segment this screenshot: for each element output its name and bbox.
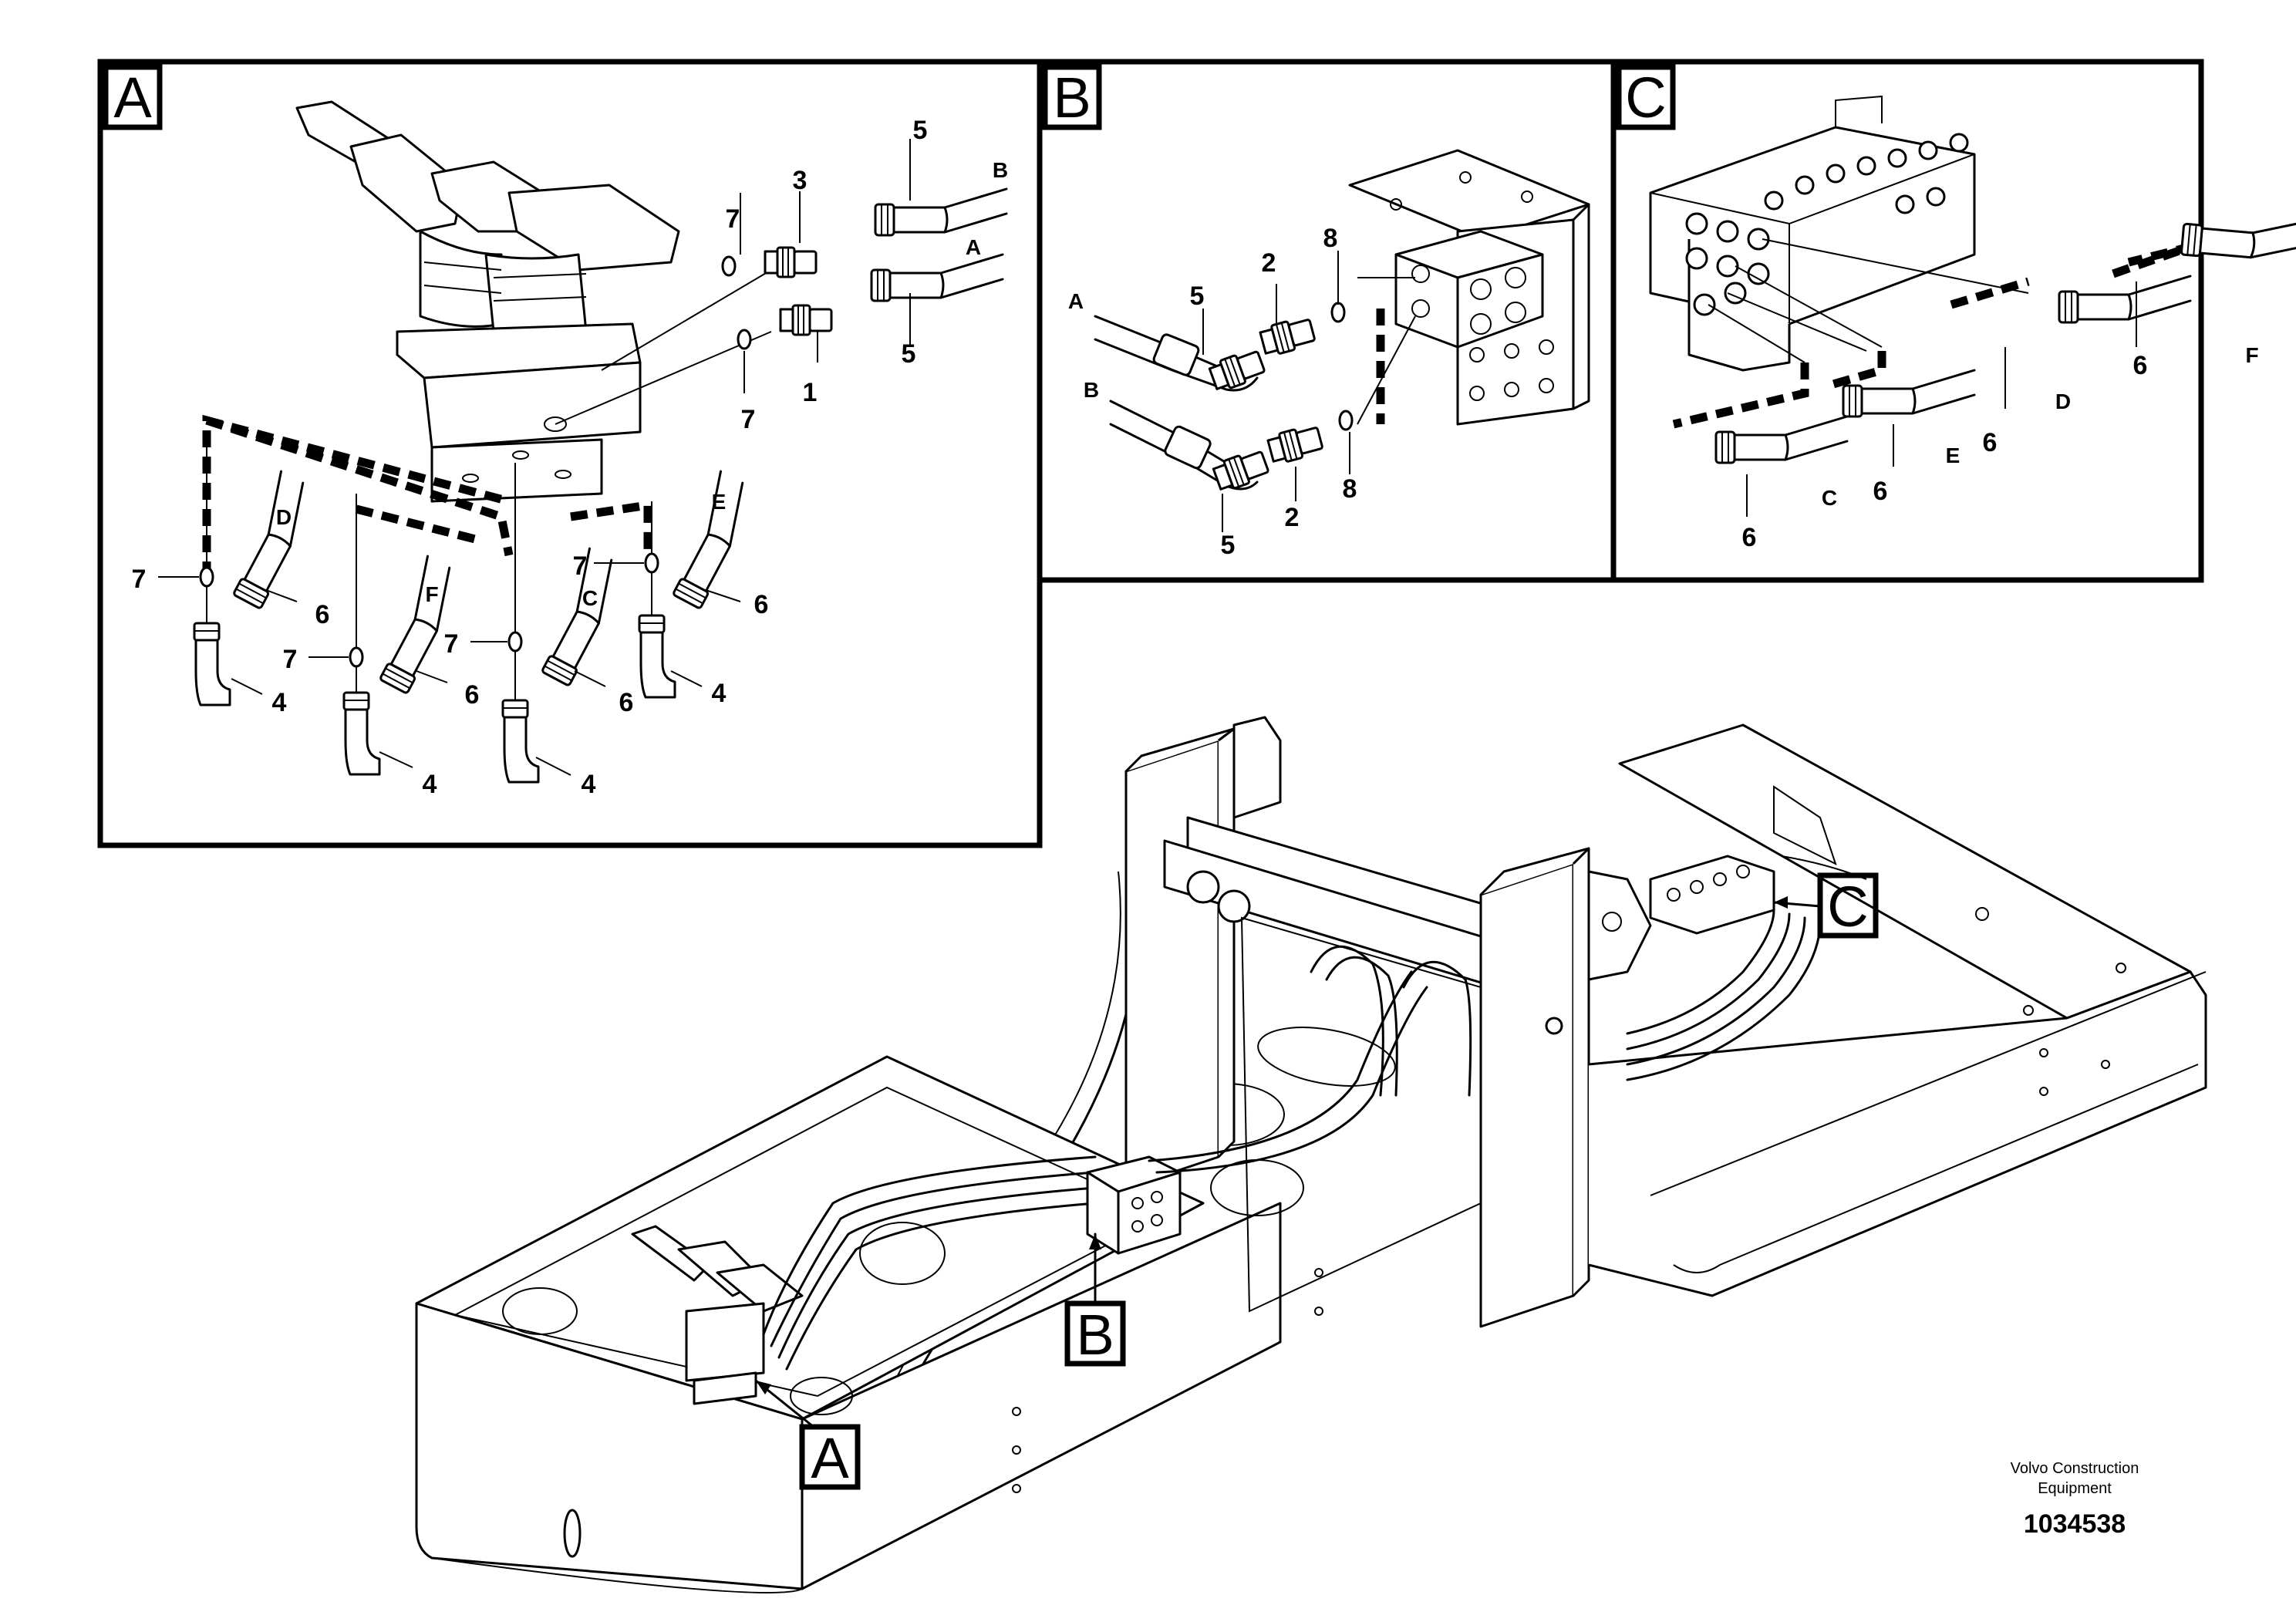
overview-callout-b: B <box>1076 1303 1114 1367</box>
overview-pedal-valve <box>631 1225 804 1405</box>
detail-c-hose-f: F <box>2245 343 2258 367</box>
document-number: 1034538 <box>2024 1509 2126 1539</box>
overview-block-b <box>1086 1155 1182 1255</box>
detail-c-callout-6-e: 6 <box>1873 477 1888 506</box>
detail-b-callout-8-bottom: 8 <box>1343 474 1357 504</box>
overview-callout-b-box <box>1064 1300 1126 1367</box>
detail-a-callout-7-e: 7 <box>573 551 588 581</box>
detail-c-badge <box>1616 64 1676 130</box>
detail-c-callout-6-c: 6 <box>1742 523 1757 552</box>
pedal-valve <box>295 100 680 503</box>
detail-c-hose-c: C <box>1822 486 1837 510</box>
detail-a-callout-7-mid: 7 <box>741 405 756 434</box>
detail-a-callout-6-d: 6 <box>315 600 330 629</box>
detail-a-callout-3: 3 <box>793 166 807 195</box>
detail-a-hose-d: D <box>276 505 292 529</box>
detail-a-panel: A <box>97 59 1043 848</box>
machine-frame-overview: A B C <box>415 716 2207 1593</box>
detail-a-hose-f: F <box>425 582 438 606</box>
detail-a-badge-label: A <box>113 66 152 130</box>
overview-callout-a: A <box>811 1426 849 1490</box>
detail-a-hose-b: B <box>993 158 1008 182</box>
detail-c-hose-e: E <box>1946 443 1961 467</box>
distribution-block <box>1348 149 1590 426</box>
detail-a-hose-a: A <box>966 235 981 259</box>
detail-a-callout-4-c: 4 <box>582 770 596 799</box>
detail-c-callout-6-f: 6 <box>2133 351 2148 380</box>
detail-b-badge-label: B <box>1053 66 1091 130</box>
detail-c-callout-6-d: 6 <box>1983 428 1998 457</box>
detail-b-callout-2-top: 2 <box>1262 248 1276 278</box>
detail-a-callout-4-e: 4 <box>712 679 727 708</box>
detail-a-callout-7-top: 7 <box>726 204 740 234</box>
detail-a-callout-7-c: 7 <box>444 629 459 659</box>
detail-a-callout-4-f: 4 <box>423 770 437 799</box>
detail-a-callout-5-top: 5 <box>913 116 928 145</box>
detail-c-hose-d: D <box>2055 389 2071 413</box>
control-valve-manifold <box>1649 95 1976 372</box>
detail-a-callout-6-f: 6 <box>465 680 480 710</box>
detail-a-callout-5-bottom: 5 <box>902 339 916 369</box>
detail-b-callout-2-bottom: 2 <box>1285 503 1300 532</box>
detail-a-callout-1: 1 <box>803 378 818 407</box>
detail-b-callout-5-bottom: 5 <box>1221 531 1236 560</box>
publisher-credit-line1: Volvo Construction <box>2011 1460 2139 1477</box>
detail-c-panel: C <box>1610 59 2296 583</box>
detail-a-callout-7-d: 7 <box>132 565 147 594</box>
detail-a-callout-6-c: 6 <box>619 688 634 717</box>
overview-callout-c: C <box>1827 875 1868 939</box>
detail-b-hose-b: B <box>1084 378 1099 402</box>
detail-a-callout-6-e: 6 <box>754 590 769 619</box>
detail-a-hose-e: E <box>712 490 727 514</box>
detail-b-badge <box>1042 64 1102 130</box>
detail-b-callout-5-top: 5 <box>1190 282 1205 311</box>
overview-callout-a-box <box>799 1424 861 1490</box>
detail-b-hose-a: A <box>1068 289 1084 313</box>
detail-a-hose-c: C <box>582 586 598 610</box>
detail-c-frame <box>1610 59 2204 583</box>
detail-b-callout-8-top: 8 <box>1323 224 1338 253</box>
overview-callout-c-box <box>1817 872 1879 939</box>
detail-a-callout-7-f: 7 <box>283 645 298 674</box>
detail-a-badge <box>103 64 163 130</box>
publisher-credit-line2: Equipment <box>2038 1480 2112 1497</box>
overview-valve-c <box>1649 855 1775 935</box>
detail-b-panel: B <box>1037 59 1617 583</box>
detail-c-badge-label: C <box>1625 66 1666 130</box>
detail-a-callout-4-d: 4 <box>272 688 287 717</box>
